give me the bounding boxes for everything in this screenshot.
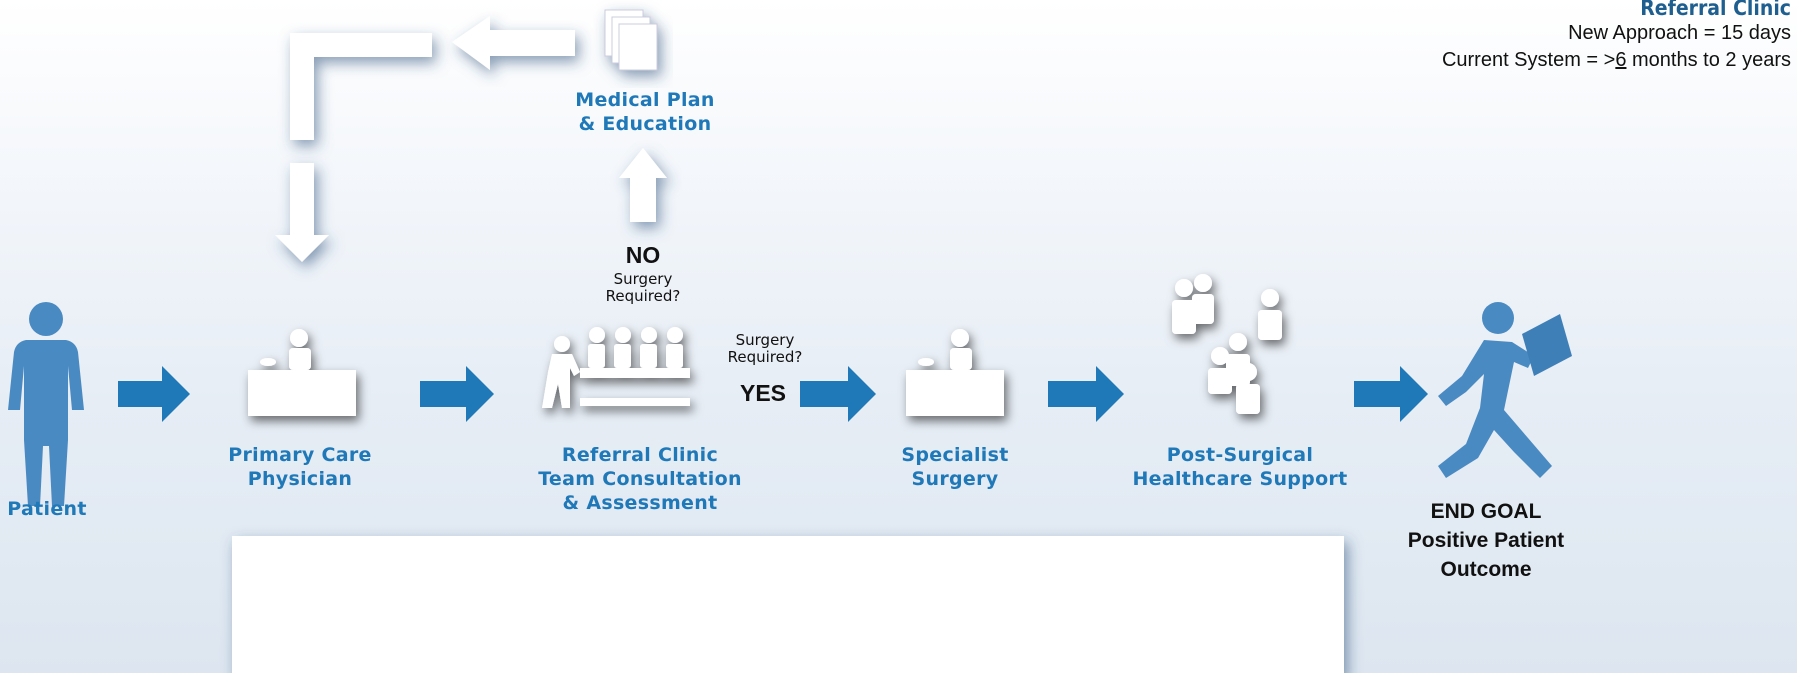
no-question: Surgery Required? [605, 270, 681, 305]
legend-title: Referral Clinic [1640, 0, 1791, 20]
patient-icon [8, 302, 84, 506]
yes-question: Surgery Required? [727, 331, 803, 366]
specialist-desk-icon [906, 329, 1004, 416]
flow-arrow-1 [118, 366, 190, 422]
pcp-desk-icon [248, 329, 356, 416]
post-surgical-label: Post-Surgical Healthcare Support [1132, 444, 1348, 490]
flow-arrow-4 [1048, 366, 1124, 422]
legend: Referral Clinic New Approach = 15 days C… [1311, 0, 1791, 74]
legend-current-system: Current System = >6 months to 2 years [1441, 49, 1791, 71]
box-icon [1522, 314, 1572, 376]
no-up-arrow [619, 148, 667, 222]
healthcare-staff-icon [1172, 274, 1282, 414]
loop-left-arrow [452, 16, 575, 70]
no-label: NO [625, 242, 661, 268]
flow-arrows [118, 366, 1428, 422]
flow-arrow-2 [420, 366, 494, 422]
patient-label: Patient [7, 498, 87, 520]
loop-down-arrow [275, 163, 329, 262]
loop-elbow [290, 33, 432, 140]
end-goal-label: END GOAL Positive Patient Outcome [1407, 500, 1565, 581]
legend-new-approach: New Approach = 15 days [1568, 22, 1791, 44]
flow-arrow-5 [1354, 366, 1428, 422]
medical-plan-label: Medical Plan & Education [575, 89, 715, 135]
pcp-label: Primary Care Physician [228, 444, 372, 490]
bottom-panel [232, 536, 1344, 673]
referral-clinic-label: Referral Clinic Team Consultation & Asse… [538, 444, 742, 514]
runner-icon [1438, 302, 1572, 478]
documents-icon [604, 9, 658, 71]
yes-label: YES [739, 380, 787, 406]
specialist-label: Specialist Surgery [901, 444, 1009, 490]
team-table-icon [542, 327, 690, 408]
flow-arrow-3 [800, 366, 876, 422]
